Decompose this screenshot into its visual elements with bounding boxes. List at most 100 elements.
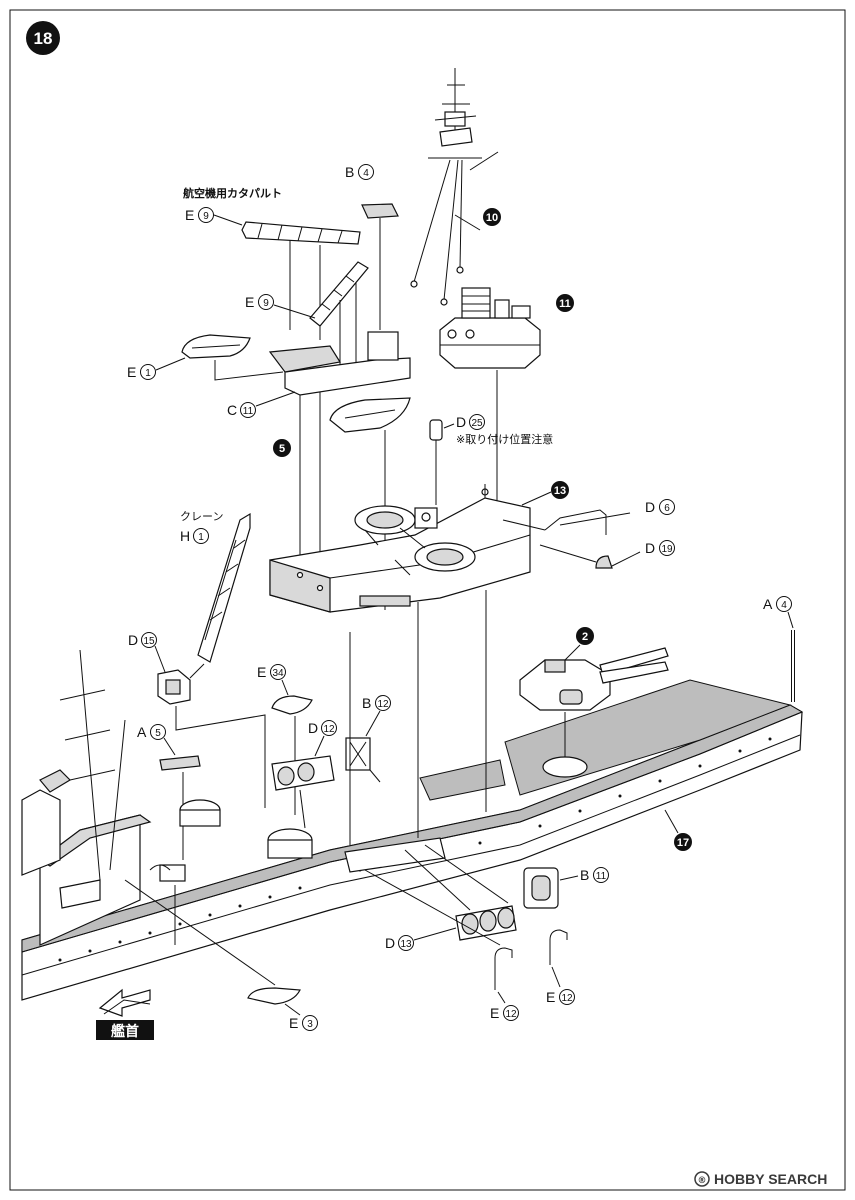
svg-text:4: 4 bbox=[363, 168, 369, 179]
svg-text:D: D bbox=[308, 720, 318, 736]
svg-text:1: 1 bbox=[198, 532, 204, 543]
crane-h1 bbox=[189, 512, 251, 679]
svg-text:10: 10 bbox=[486, 212, 498, 224]
svg-text:HOBBY SEARCH: HOBBY SEARCH bbox=[714, 1171, 827, 1187]
hobby-search-logo-icon bbox=[694, 1171, 710, 1187]
label-h1: クレーン H 1 bbox=[180, 510, 223, 544]
callout-17: 17 bbox=[664, 809, 692, 851]
svg-text:3: 3 bbox=[307, 1019, 313, 1030]
svg-text:15: 15 bbox=[143, 636, 155, 647]
svg-text:5: 5 bbox=[155, 728, 161, 739]
svg-text:E: E bbox=[127, 364, 136, 380]
label-e1: E 1 bbox=[127, 357, 186, 380]
d25-part bbox=[429, 419, 443, 505]
label-e9a: E 9 bbox=[185, 207, 243, 226]
e12-handrail-a bbox=[364, 869, 513, 990]
svg-text:12: 12 bbox=[505, 1009, 517, 1020]
svg-text:E: E bbox=[490, 1005, 499, 1021]
superstructure-13 bbox=[269, 484, 531, 613]
label-b12: B 12 bbox=[362, 695, 391, 737]
aircraft-platform-c11 bbox=[268, 331, 411, 585]
label-e12a: E 12 bbox=[490, 991, 519, 1021]
step-number: 18 bbox=[34, 29, 53, 48]
svg-text:1: 1 bbox=[145, 368, 151, 379]
label-a4: A 4 bbox=[763, 596, 794, 629]
svg-text:11: 11 bbox=[559, 298, 571, 310]
label-e34: E 34 bbox=[257, 664, 289, 696]
label-crane-note: クレーン bbox=[180, 510, 223, 523]
bridge-assembly bbox=[439, 287, 541, 520]
svg-text:2: 2 bbox=[582, 631, 588, 643]
svg-text:B: B bbox=[345, 164, 354, 180]
svg-text:13: 13 bbox=[554, 485, 566, 497]
d12-floats bbox=[271, 755, 335, 829]
svg-text:11: 11 bbox=[596, 871, 607, 882]
svg-text:C: C bbox=[227, 402, 237, 418]
page-border bbox=[9, 9, 846, 1191]
label-e12b: E 12 bbox=[546, 966, 575, 1005]
svg-text:12: 12 bbox=[377, 699, 389, 710]
callout-2: 2 bbox=[564, 627, 594, 661]
svg-text:34: 34 bbox=[272, 668, 284, 679]
label-catapult-note: 航空機用カタパルト bbox=[183, 186, 282, 200]
svg-text:4: 4 bbox=[781, 600, 787, 611]
callout-5: 5 bbox=[273, 439, 291, 457]
svg-text:D: D bbox=[128, 632, 138, 648]
portholes bbox=[58, 737, 772, 962]
svg-text:D: D bbox=[645, 540, 655, 556]
label-b11: B 11 bbox=[559, 867, 609, 883]
svg-text:5: 5 bbox=[279, 443, 285, 455]
svg-text:12: 12 bbox=[323, 724, 335, 735]
svg-text:11: 11 bbox=[243, 406, 254, 417]
label-d6: D 6 bbox=[645, 499, 675, 515]
motor-boat-e1 bbox=[181, 334, 284, 381]
svg-text:E: E bbox=[546, 989, 555, 1005]
label-e3: E 3 bbox=[284, 1003, 318, 1031]
bow-label: 艦首 bbox=[111, 1023, 139, 1040]
label-c11: C 11 bbox=[227, 391, 296, 418]
step-badge: 18 bbox=[26, 21, 60, 55]
svg-text:12: 12 bbox=[561, 993, 573, 1004]
label-d12: D 12 bbox=[308, 720, 337, 757]
d6-rail bbox=[502, 509, 631, 535]
svg-text:13: 13 bbox=[400, 939, 412, 950]
label-d15: D 15 bbox=[128, 632, 166, 673]
label-e9b: E 9 bbox=[245, 294, 316, 319]
d15-part bbox=[157, 669, 266, 808]
b12-plate bbox=[345, 737, 381, 783]
label-d13: D 13 bbox=[385, 927, 457, 951]
svg-text:D: D bbox=[385, 935, 395, 951]
turret-2 bbox=[519, 647, 669, 778]
svg-text:D: D bbox=[456, 414, 466, 430]
label-d25: D 25 ※取り付け位置注意 bbox=[443, 414, 553, 446]
svg-text:D: D bbox=[645, 499, 655, 515]
label-d19: D 19 bbox=[645, 540, 675, 556]
label-d25-note: ※取り付け位置注意 bbox=[456, 432, 553, 446]
label-a5: A 5 bbox=[137, 724, 176, 756]
callout-11: 11 bbox=[556, 294, 574, 312]
boat-e34 bbox=[271, 695, 313, 815]
svg-text:9: 9 bbox=[263, 298, 269, 309]
label-b4: B 4 bbox=[345, 164, 374, 180]
svg-text:9: 9 bbox=[203, 211, 209, 222]
b11-part bbox=[523, 867, 559, 909]
svg-text:A: A bbox=[137, 724, 147, 740]
d13-part bbox=[404, 844, 517, 941]
svg-text:19: 19 bbox=[661, 544, 673, 555]
svg-text:25: 25 bbox=[471, 418, 483, 429]
e12-handrail-b bbox=[549, 929, 568, 965]
hull-17 bbox=[21, 590, 804, 1001]
mast-assembly bbox=[410, 68, 499, 306]
hobby-search-watermark: ® HOBBY SEARCH bbox=[694, 1171, 827, 1187]
svg-text:E: E bbox=[245, 294, 254, 310]
svg-text:B: B bbox=[580, 867, 589, 883]
d19-part bbox=[539, 544, 641, 569]
bow-arrow: 艦首 bbox=[96, 988, 154, 1040]
svg-text:E: E bbox=[185, 207, 194, 223]
svg-text:17: 17 bbox=[677, 837, 689, 849]
b4-plate bbox=[361, 203, 399, 330]
svg-text:6: 6 bbox=[664, 503, 670, 514]
boat-e3 bbox=[124, 879, 301, 1005]
